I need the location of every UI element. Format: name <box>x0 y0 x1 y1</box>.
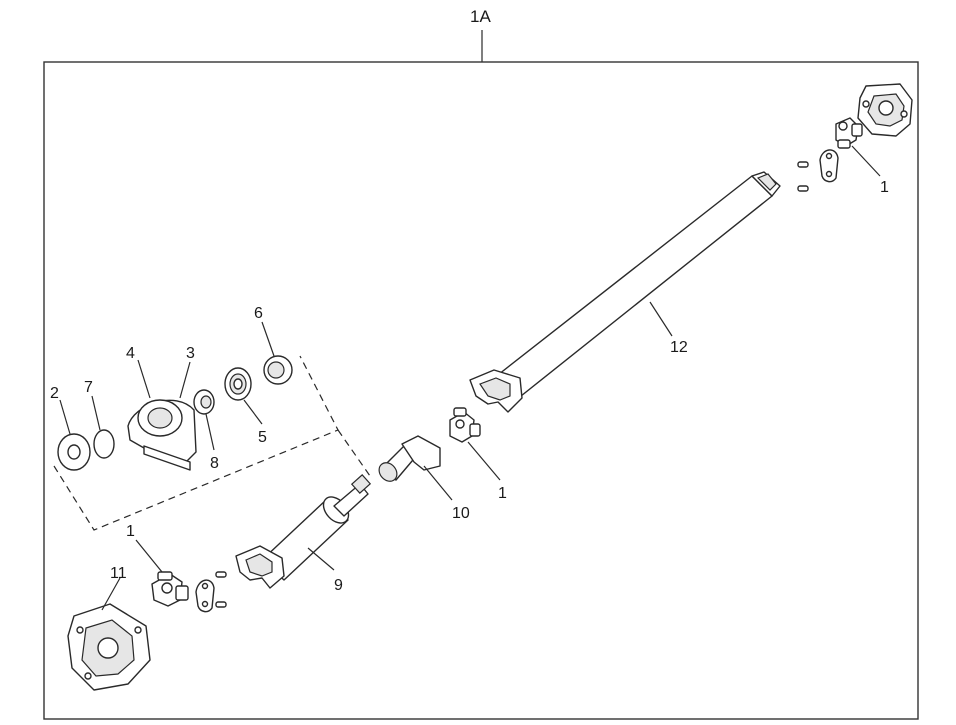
center-bearing-dash-link <box>337 429 371 477</box>
leader-c7 <box>91 395 101 431</box>
leader-c3 <box>179 361 191 399</box>
cup-part-6 <box>263 355 293 385</box>
leader-c1-mid <box>467 441 501 481</box>
front-driveshaft-tube <box>235 474 372 589</box>
seal-part-7 <box>93 429 115 459</box>
front-flange-yoke <box>67 603 151 691</box>
callout-6: 6 <box>254 305 263 322</box>
leader-c11 <box>101 577 121 611</box>
leader-c12 <box>649 301 673 337</box>
universal-joint-middle <box>449 407 481 443</box>
leader-c4 <box>137 359 151 399</box>
main-driveshaft-tube <box>469 171 781 413</box>
slip-yoke <box>378 435 441 482</box>
callout-3: 3 <box>186 345 195 362</box>
callout-1-low: 1 <box>126 523 135 540</box>
callout-8: 8 <box>210 455 219 472</box>
callout-2: 2 <box>50 385 59 402</box>
center-bearing-bracket <box>127 399 197 471</box>
bolts-top <box>797 161 809 192</box>
diagram-frame <box>43 61 919 720</box>
bolts-lower <box>215 571 227 608</box>
leader-c5 <box>243 399 263 425</box>
callout-4: 4 <box>126 345 135 362</box>
callout-1-mid: 1 <box>498 485 507 502</box>
spacer-part-8 <box>193 389 215 415</box>
leader-c9 <box>307 547 335 571</box>
universal-joint-top <box>835 117 863 149</box>
callout-5: 5 <box>258 429 267 446</box>
callout-10: 10 <box>452 505 470 522</box>
leader-c1-low <box>135 539 163 573</box>
leader-c6 <box>261 321 275 357</box>
washer-part-2 <box>57 433 91 471</box>
center-bearing-group-dash <box>53 355 339 531</box>
callout-1-top: 1 <box>880 179 889 196</box>
leader-c2 <box>59 399 71 435</box>
callout-11: 11 <box>110 565 127 582</box>
strap-clamp-top <box>819 149 839 183</box>
callout-12: 12 <box>670 339 688 356</box>
rear-flange-yoke <box>857 83 913 137</box>
callout-9: 9 <box>334 577 343 594</box>
leader-c10 <box>423 465 453 501</box>
assembly-label: 1A <box>470 7 491 26</box>
strap-clamp-lower <box>195 579 215 613</box>
leader-c1-top <box>851 145 881 177</box>
bearing-part-5 <box>224 367 252 401</box>
universal-joint-lower <box>151 571 189 607</box>
leader-c8 <box>205 413 215 451</box>
callout-7: 7 <box>84 379 93 396</box>
